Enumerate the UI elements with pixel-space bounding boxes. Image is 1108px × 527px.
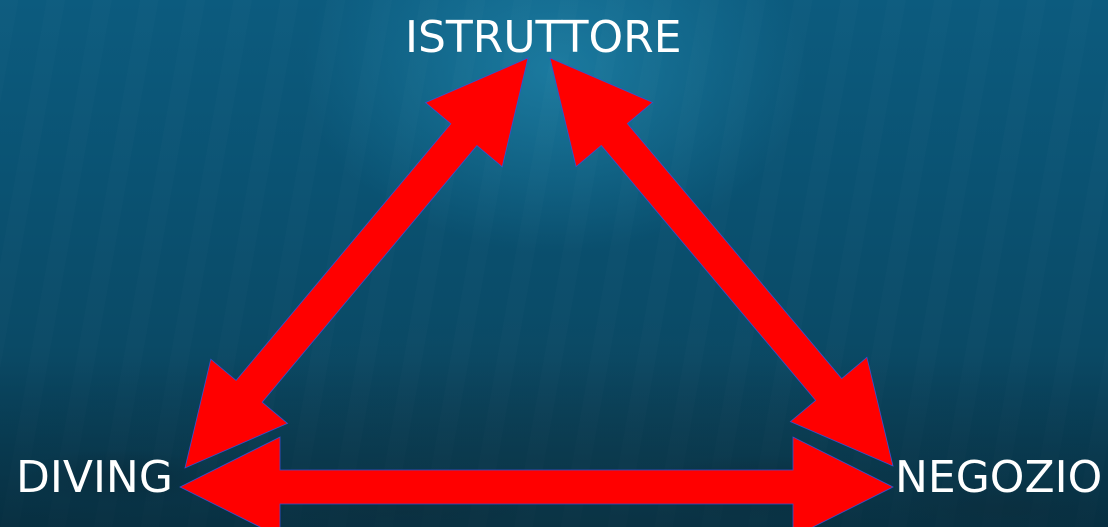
node-label-istruttore: ISTRUTTORE	[405, 12, 682, 63]
double-arrow-left-right	[179, 436, 894, 527]
double-arrow-top-left	[184, 57, 529, 469]
node-label-negozio: NEGOZIO	[895, 452, 1103, 503]
double-arrow-top-right	[549, 57, 894, 467]
node-label-diving: DIVING	[16, 452, 173, 503]
